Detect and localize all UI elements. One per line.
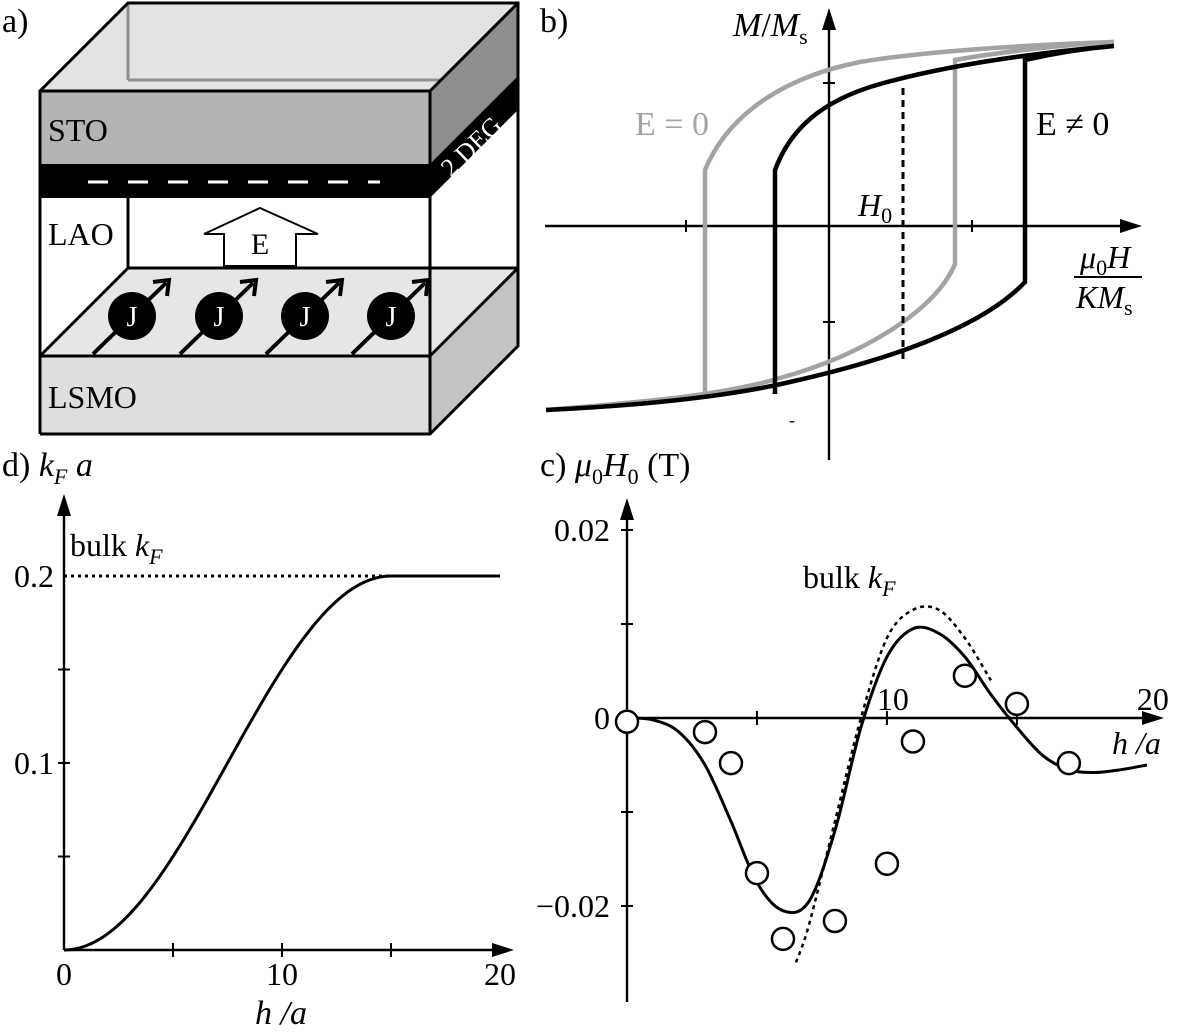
spin-arrow-head <box>239 277 259 297</box>
b-loop-e-nonzero <box>545 43 1115 413</box>
panel-c-label: c) μ0H0 (T) <box>540 447 690 489</box>
field-arrow-icon <box>203 206 319 267</box>
c-data-point <box>744 860 770 886</box>
b-x-axis-label-numerator: μ0H <box>1079 239 1132 280</box>
c-data-point <box>1004 691 1030 717</box>
panel-b: b) H0 M/Ms μ0H KMs E = 0 E ≠ 0 - <box>540 3 1142 460</box>
twodeg-layer-side <box>430 76 518 198</box>
spin-ball <box>195 292 243 340</box>
b-x-axis-label-denominator: KMs <box>1075 279 1133 320</box>
b-curve-label-e-zero: E = 0 <box>635 106 709 143</box>
block-outline <box>38 1 520 436</box>
panel-d-label: d) kF a <box>2 447 93 489</box>
spin: J <box>178 277 259 356</box>
c-data-point <box>900 729 926 754</box>
c-data-point <box>614 709 640 735</box>
c-bulk-kf-label: bulk kF <box>803 559 896 601</box>
b-x-axis-arrowhead <box>1120 219 1142 233</box>
d-kf-curve <box>63 574 500 952</box>
spin-label: J <box>214 302 225 333</box>
d-y-tick-label: 0.2 <box>14 558 54 594</box>
c-y-tick-label: −0.02 <box>536 888 610 924</box>
c-y-tick-label: 0.02 <box>554 512 610 548</box>
spin-label: J <box>386 302 397 333</box>
c-data-point <box>952 663 978 688</box>
c-data-point <box>822 908 848 934</box>
c-bulk-kf-curve <box>794 605 992 963</box>
d-x-tick-label: 0 <box>56 956 72 992</box>
panel-a: a) 2 DEG E <box>2 1 520 436</box>
spin-ball <box>367 292 415 340</box>
c-data-point <box>770 926 796 952</box>
sto-side-face <box>430 3 518 168</box>
d-x-tick-label: 20 <box>484 956 516 992</box>
panel-a-label: a) <box>2 3 28 40</box>
c-x-tick-label: 10 <box>877 681 909 717</box>
c-x-axis-label: h /a <box>1112 725 1161 761</box>
b-curve-label-e-nonzero: E ≠ 0 <box>1036 106 1109 143</box>
b-y-axis-label: M/Ms <box>732 7 808 49</box>
panel-d: d) kF a 0 10 20 0.2 0.1 bulk kF h /a <box>2 447 516 1032</box>
spin-arrow-head <box>411 277 431 297</box>
spin-ball <box>108 292 156 340</box>
sto-front-face <box>40 91 430 168</box>
spin-label: J <box>300 302 311 333</box>
spin-ball <box>281 292 329 340</box>
spin-group: J J J J <box>91 277 431 356</box>
c-data-point <box>874 851 900 876</box>
b-y-axis-arrowhead <box>822 8 836 30</box>
spin-arrow-head <box>325 277 345 297</box>
d-y-axis-arrowhead <box>57 494 71 516</box>
spin-arrow-head <box>152 277 172 297</box>
layer-lsmo-label: LSMO <box>48 379 137 415</box>
lsmo-side-face <box>430 268 518 434</box>
spin: J <box>350 277 431 356</box>
c-y-axis-arrowhead <box>620 498 634 520</box>
d-x-tick-label: 10 <box>266 956 298 992</box>
c-y-tick-label: 0 <box>594 700 610 736</box>
c-data-point <box>718 750 744 776</box>
c-data-points <box>614 663 1082 952</box>
d-y-tick-label: 0.1 <box>14 745 54 781</box>
b-stray-mark: - <box>789 410 795 430</box>
d-bulk-kf-label: bulk kF <box>70 527 163 569</box>
c-data-point <box>1056 750 1082 776</box>
c-x-axis-arrowhead <box>1142 711 1164 725</box>
panel-b-label: b) <box>540 3 568 40</box>
field-label: E <box>251 228 269 261</box>
sto-top-face <box>40 3 518 91</box>
c-x-tick-label: 20 <box>1137 681 1169 717</box>
lsmo-front-face <box>40 356 430 434</box>
d-ticks: 0 10 20 0.2 0.1 <box>14 558 516 992</box>
spin-label: J <box>127 302 138 333</box>
d-x-axis-arrowhead <box>492 943 514 957</box>
c-data-point <box>692 719 718 745</box>
layer-lao-label: LAO <box>48 216 114 252</box>
layer-sto-label: STO <box>48 112 108 148</box>
spin: J <box>91 277 172 356</box>
spin: J <box>264 277 345 356</box>
b-loop-e-zero <box>545 39 1115 413</box>
b-h0-label: H0 <box>857 187 892 228</box>
panel-c: c) μ0H0 (T) 10 20 0.02 0 −0.02 bulk kF h /a <box>536 447 1169 1002</box>
d-x-axis-label: h /a <box>255 995 307 1032</box>
c-ticks: 10 20 0.02 0 −0.02 <box>536 512 1169 924</box>
